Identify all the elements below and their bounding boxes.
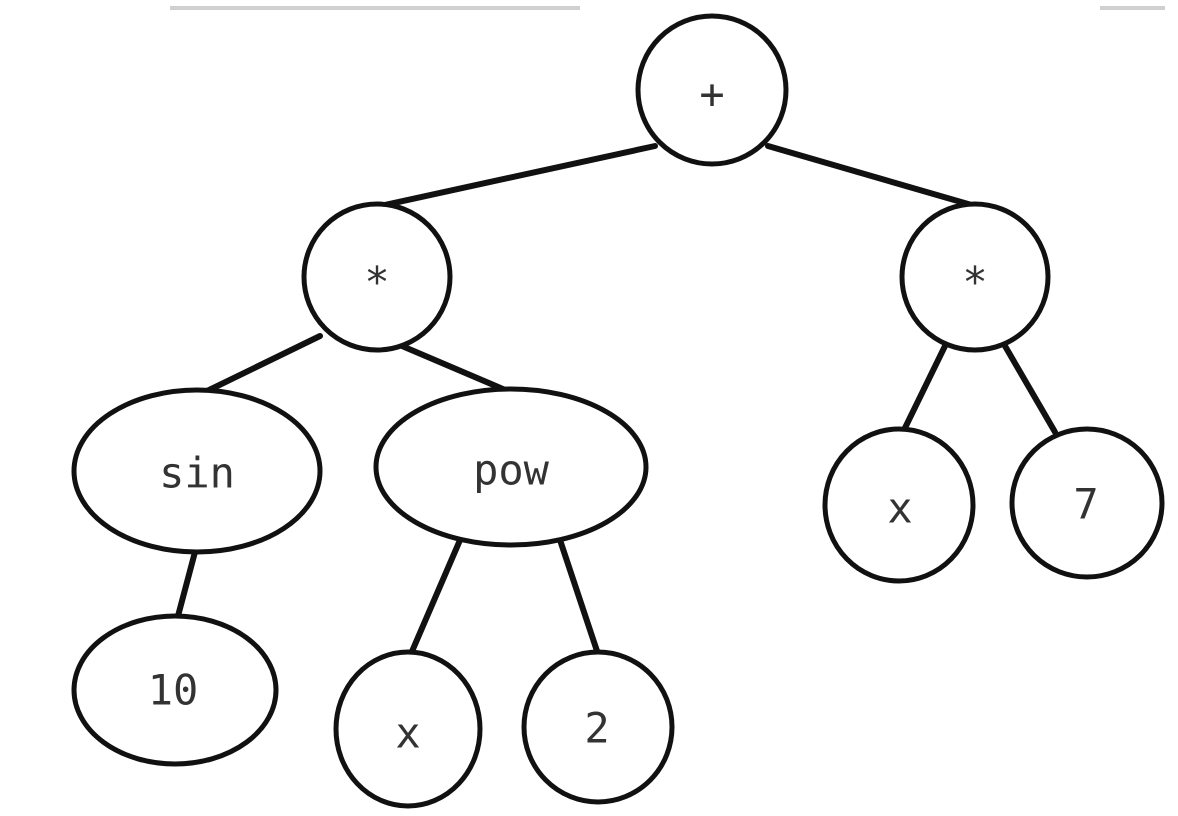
edge-right-mul-seven: [1002, 343, 1058, 435]
node-pow: pow: [373, 386, 649, 548]
node-mul-seven: 7: [1009, 426, 1165, 580]
node-ten: 10: [71, 613, 279, 767]
node-right-mul: *: [899, 201, 1051, 353]
edge-pow-two: [557, 537, 601, 657]
node-root: +: [635, 13, 789, 167]
node-root-label: +: [699, 70, 724, 119]
node-sin: sin: [71, 387, 323, 555]
node-pow-x: x: [333, 649, 483, 809]
edge-root-left-mul: [377, 143, 658, 209]
edge-root-right-mul: [765, 143, 978, 209]
node-left-mul-label: *: [364, 258, 389, 307]
node-pow-two: 2: [521, 649, 675, 805]
node-pow-x-label: x: [395, 709, 420, 758]
tree-edges: [175, 143, 1058, 659]
node-mul-seven-label: 7: [1073, 480, 1098, 529]
node-mul-x: x: [822, 426, 976, 584]
node-right-mul-label: *: [962, 258, 987, 307]
node-sin-label: sin: [159, 449, 235, 498]
edge-left-mul-pow: [399, 343, 513, 395]
node-pow-two-label: 2: [584, 704, 609, 753]
node-pow-label: pow: [473, 446, 550, 495]
node-mul-x-label: x: [887, 484, 912, 533]
edge-right-mul-x: [900, 343, 948, 435]
edge-sin-ten: [175, 549, 198, 619]
edge-pow-x: [407, 537, 463, 659]
tree-nodes: + * * sin pow 10 x 2: [71, 13, 1165, 809]
edge-left-mul-sin: [202, 333, 323, 395]
node-left-mul: *: [301, 201, 453, 353]
node-ten-label: 10: [148, 666, 199, 715]
